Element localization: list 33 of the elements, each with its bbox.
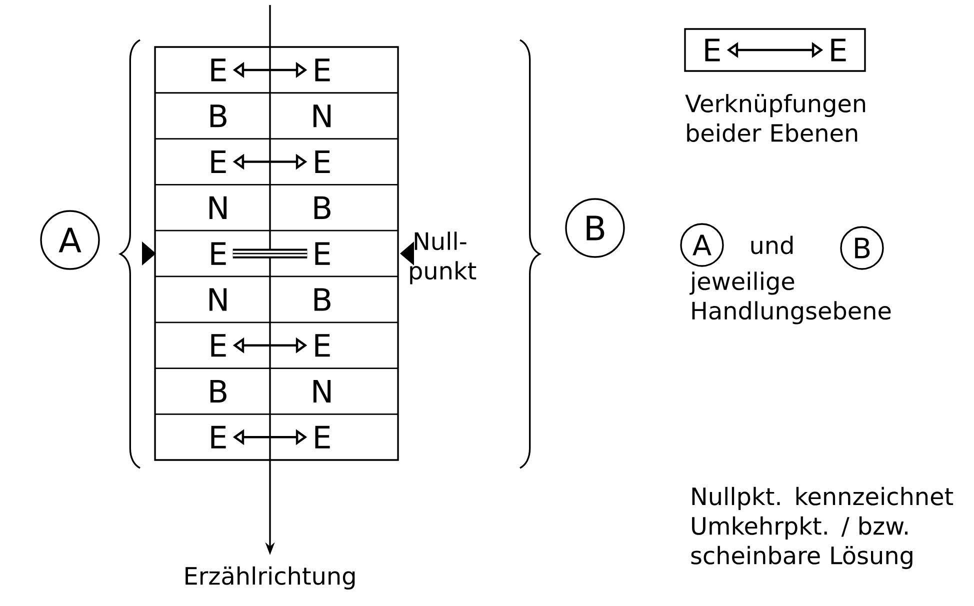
letter: E — [315, 150, 330, 174]
letter: E — [211, 58, 226, 82]
table-box — [154, 46, 399, 461]
note: Verknüpfungen beider Ebenen — [685, 94, 866, 142]
arrow-label: Erzählrichtung — [186, 566, 355, 590]
letter: E — [705, 38, 720, 62]
circled-letter: A — [40, 210, 100, 270]
letter: E — [211, 334, 226, 357]
letter: E — [211, 150, 226, 174]
letter: B — [314, 288, 330, 311]
letter: N — [313, 380, 331, 403]
note: jeweilige Handlungsebene — [690, 272, 891, 324]
letter: B — [210, 104, 226, 128]
circled-letter: A — [680, 223, 724, 267]
letter: E — [315, 334, 330, 357]
letter: B — [210, 380, 226, 403]
note: Nullpkt. kennzeichnet Umkehrpkt. / bzw. scheinbare Lösung — [691, 486, 954, 570]
equals-sign — [232, 248, 308, 258]
symbol-box — [684, 28, 866, 72]
letter: N — [313, 104, 331, 128]
letter: N — [209, 288, 227, 311]
letter: E — [315, 426, 330, 448]
letter: E — [315, 242, 330, 265]
circled-letter: B — [565, 198, 625, 258]
circled-letter: B — [840, 226, 884, 270]
text: und — [751, 236, 793, 254]
letter: E — [831, 38, 846, 62]
letter: N — [209, 196, 227, 219]
letter: B — [314, 196, 330, 219]
letter: E — [315, 58, 330, 82]
letter: E — [211, 426, 226, 448]
letter: E — [211, 242, 226, 265]
marker-label: Null- punkt — [410, 232, 476, 284]
